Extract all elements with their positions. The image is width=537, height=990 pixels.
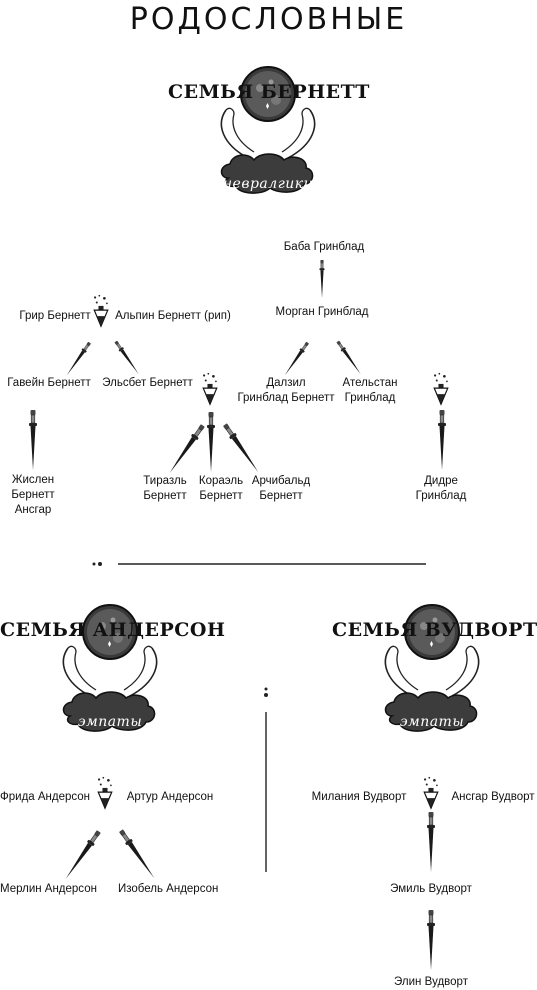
member-archibald-label-2: Бернетт [259,490,303,502]
member-zhislen-label-3: Ансгар [14,504,52,516]
dagger-icon [165,422,207,476]
moon-divider [92,556,432,572]
member-elsbet-burnett: Эльсбет Бернетт [102,377,193,389]
member-ansgar-woodworth: Ансгар Вудворт [451,791,535,803]
potion-icon [199,372,221,406]
page-title: РОДОСЛОВНЫЕ [129,2,408,37]
dagger-icon [64,340,93,378]
member-artur-anderson: Артур Андерсон [126,791,214,803]
member-didre-label-1: Дидре [424,475,458,487]
potion-icon [420,776,442,810]
dagger-icon [221,421,262,475]
member-archibald-label-1: Арчибальд [251,475,311,487]
dagger-icon [425,910,437,970]
member-didre-label-2: Гринблад [415,490,467,502]
member-isobel-anderson: Изобель Андерсон [118,883,219,895]
member-alpin-burnett: Альпин Бернетт (рип) [115,310,231,322]
woodworth-ability: эмпаты [399,714,465,730]
potion-icon [430,372,452,406]
member-dalzil-label-1: Далзил [266,377,306,389]
member-emil-woodworth: Эмиль Вудворт [390,883,472,895]
member-elin-woodworth: Элин Вудворт [394,976,468,988]
member-tirazel-label-2: Бернетт [143,490,187,502]
member-atelstan-label-1: Ательстан [342,377,398,389]
member-grir-burnett: Грир Бернетт [19,310,91,322]
member-zhislen-label-1: Жислен [11,474,55,486]
dagger-icon [27,410,39,470]
member-zhislen-label-2: Бернетт [11,489,55,501]
potion-icon [94,776,116,810]
member-atelstan-label-2: Гринблад [344,392,396,404]
member-korazel-label-2: Бернетт [199,490,243,502]
member-merlin-anderson: Мерлин Андерсон [0,883,97,895]
dagger-icon [318,260,326,298]
anderson-ability: эмпаты [77,714,143,730]
member-korazel-label-1: Кораэль [198,475,244,487]
member-baba-greenblad: Баба Гринблад [283,241,365,253]
dagger-icon [335,339,364,377]
dagger-icon [282,340,311,378]
member-gavein-burnett: Гавейн Бернетт [7,377,91,389]
anderson-family-title: СЕМЬЯ АНДЕРСОН [0,619,226,641]
burnett-ability: невралгики [222,176,314,192]
dagger-icon [117,827,158,881]
member-dalzil-label-2: Гринблад Бернетт [237,392,335,404]
dagger-icon [436,410,448,470]
woodworth-family-title: СЕМЬЯ ВУДВОРТ [332,619,537,641]
burnett-family-title: СЕМЬЯ БЕРНЕТТ [168,81,370,103]
dagger-icon [113,339,142,377]
potion-icon [90,294,112,328]
member-morgan-greenblad: Морган Гринблад [275,306,369,318]
moon-divider-vertical [258,687,274,884]
member-milania-woodworth: Милания Вудворт [311,791,407,803]
member-frida-anderson: Фрида Андерсон [0,791,91,803]
dagger-icon [61,828,103,882]
dagger-icon [425,812,437,872]
member-tirazel-label-1: Тиразль [143,475,187,487]
